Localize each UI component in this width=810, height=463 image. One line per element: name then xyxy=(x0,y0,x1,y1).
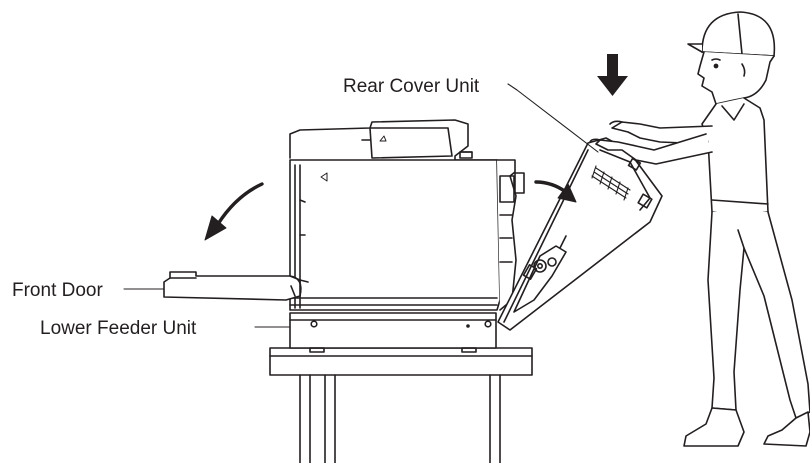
person-operator xyxy=(589,11,810,447)
lower-feeder-unit-label: Lower Feeder Unit xyxy=(40,318,197,339)
printer-body xyxy=(289,119,525,311)
table xyxy=(269,347,533,463)
rear-cover-unit xyxy=(497,137,663,331)
curved-arrow-right-icon xyxy=(534,180,577,203)
rear-cover-unit-label: Rear Cover Unit xyxy=(343,76,480,97)
front-door-label: Front Door xyxy=(12,280,103,301)
curved-arrow-left-icon xyxy=(204,182,264,241)
leader-lines xyxy=(123,83,599,328)
front-door xyxy=(163,271,302,301)
down-arrow-icon xyxy=(597,54,628,96)
lower-feeder-unit xyxy=(289,312,497,353)
